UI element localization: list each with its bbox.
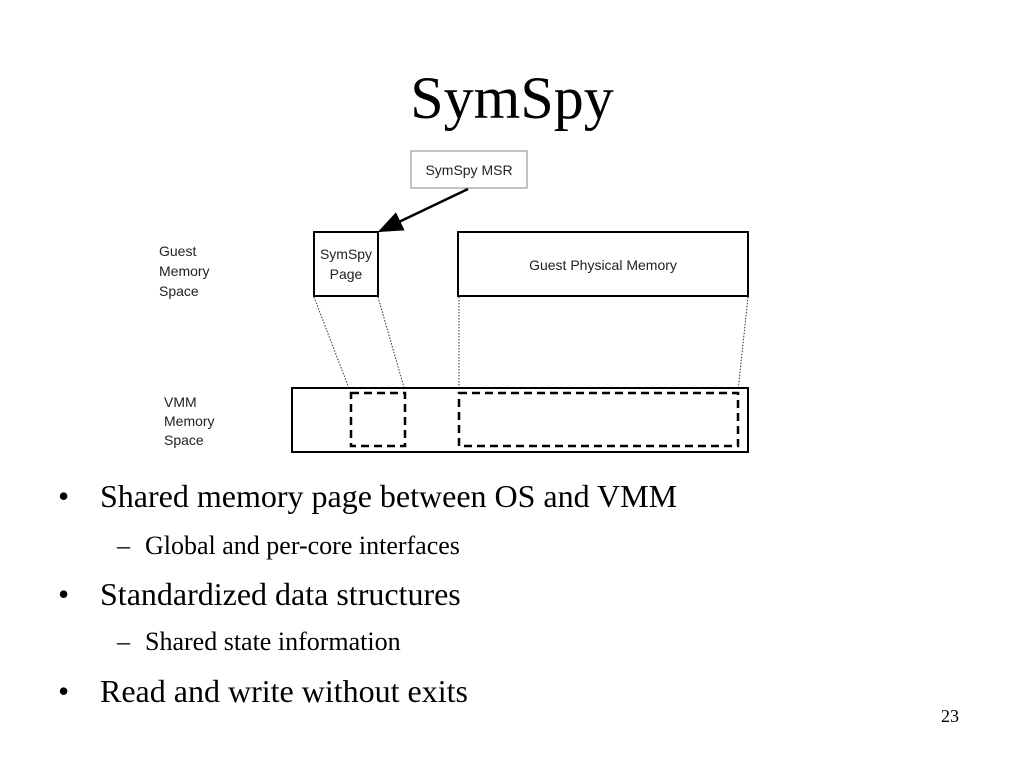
symspy-msr-box: SymSpy MSR bbox=[410, 150, 528, 189]
svg-text:Page: Page bbox=[330, 266, 363, 282]
guest-memory-space-label: Guest Memory Space bbox=[159, 243, 210, 299]
bullet-marker: • bbox=[58, 673, 70, 709]
svg-text:Memory: Memory bbox=[164, 413, 215, 429]
svg-text:VMM: VMM bbox=[164, 394, 197, 410]
bullet-marker: • bbox=[58, 576, 70, 612]
sub-bullet-text: Shared state information bbox=[145, 627, 401, 656]
bullet-text: Shared memory page between OS and VMM bbox=[100, 478, 678, 514]
svg-text:Guest: Guest bbox=[159, 243, 196, 259]
vmm-memory-space-label: VMM Memory Space bbox=[164, 394, 215, 448]
mapped-guest-physical-region bbox=[457, 391, 740, 448]
svg-text:Guest Physical Memory: Guest Physical Memory bbox=[529, 257, 677, 273]
bullet-marker: • bbox=[58, 478, 70, 514]
msr-pointer-arrow bbox=[377, 187, 469, 233]
bullet-text: Read and write without exits bbox=[100, 673, 468, 709]
bullet-text: Standardized data structures bbox=[100, 576, 461, 612]
svg-text:Space: Space bbox=[159, 283, 199, 299]
sub-bullet-marker: – bbox=[117, 627, 130, 656]
mapped-symspy-page-region bbox=[349, 391, 407, 448]
svg-text:Memory: Memory bbox=[159, 263, 210, 279]
slide-page-number: 23 bbox=[941, 706, 959, 726]
sub-bullet-text: Global and per-core interfaces bbox=[145, 531, 460, 560]
svg-text:SymSpy: SymSpy bbox=[320, 246, 372, 262]
mapping-lines bbox=[313, 296, 749, 392]
sub-bullet-marker: – bbox=[117, 531, 130, 560]
vmm-memory-box bbox=[291, 387, 749, 453]
symspy-page-box: SymSpy Page bbox=[313, 231, 379, 297]
symspy-msr-label: SymSpy MSR bbox=[425, 162, 512, 178]
guest-physical-memory-box: Guest Physical Memory bbox=[457, 231, 749, 297]
svg-text:Space: Space bbox=[164, 432, 204, 448]
slide-title: SymSpy bbox=[410, 65, 614, 131]
